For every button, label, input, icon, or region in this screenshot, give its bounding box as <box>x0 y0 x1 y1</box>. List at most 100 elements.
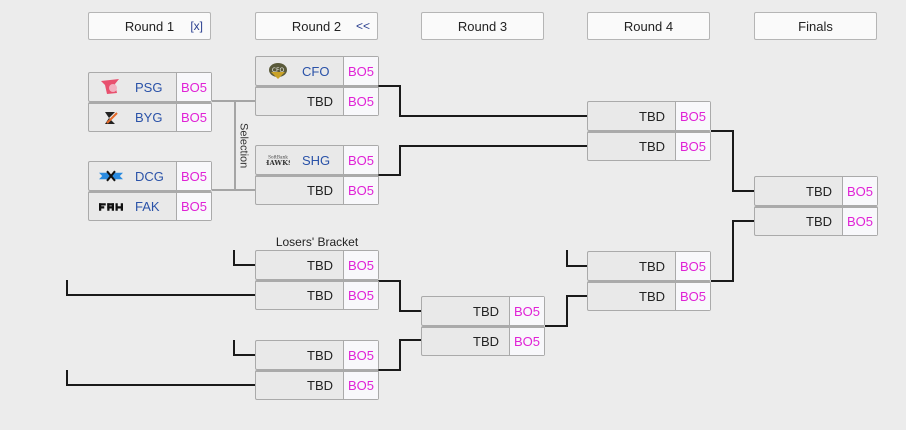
series-format: BO5 <box>343 146 378 174</box>
series-format: BO5 <box>343 177 378 204</box>
connector-r3-r4l <box>545 295 587 327</box>
svg-text:CFO: CFO <box>272 67 285 74</box>
team-name: DCG <box>135 168 164 184</box>
finals-label: Finals <box>798 18 833 34</box>
team-name: CFO <box>302 63 330 79</box>
connector-in-l1 <box>233 250 255 266</box>
selection-divider: Selection <box>234 101 251 190</box>
finals-header: Finals <box>754 12 877 40</box>
team-name: TBD <box>639 108 665 124</box>
team-slot[interactable]: TBD BO5 <box>255 370 379 400</box>
team-slot[interactable]: FAK BO5 <box>88 191 212 221</box>
connector-l1-r3 <box>378 280 421 312</box>
round-2-header: Round 2 << <box>255 12 378 40</box>
team-slot[interactable]: TBD BO5 <box>255 280 379 310</box>
round-2-label: Round 2 <box>291 18 342 34</box>
match-r1-1: PSG BO5 BYG BO5 <box>88 72 212 132</box>
team-slot[interactable]: TBD BO5 <box>754 206 878 236</box>
team-slot[interactable]: TBD BO5 <box>587 281 711 311</box>
match-final: TBD BO5 TBD BO5 <box>754 176 878 236</box>
round-4-header: Round 4 <box>587 12 710 40</box>
byg-logo-icon <box>99 109 123 127</box>
team-name: TBD <box>639 289 665 304</box>
fak-logo-icon <box>99 198 123 216</box>
team-name: TBD <box>806 183 832 199</box>
match-r2-2: SoftBankHAWKS SHG BO5 TBD BO5 <box>255 145 379 205</box>
connector-in-l2b <box>66 370 255 386</box>
losers-bracket-title: Losers' Bracket <box>275 235 359 249</box>
series-format: BO5 <box>343 57 378 85</box>
series-format: BO5 <box>675 252 710 280</box>
team-name: TBD <box>473 303 499 319</box>
team-name: TBD <box>307 183 333 198</box>
match-r1-2: DCG BO5 FAK BO5 <box>88 161 212 221</box>
team-slot[interactable]: PSG BO5 <box>88 72 212 102</box>
svg-text:HAWKS: HAWKS <box>266 159 290 167</box>
team-slot[interactable]: BYG BO5 <box>88 102 212 132</box>
series-format: BO5 <box>343 88 378 115</box>
team-slot[interactable]: TBD BO5 <box>587 251 711 281</box>
connector-in-l1b <box>66 280 255 296</box>
connector-r2m1-r4m1 <box>378 85 587 117</box>
team-slot[interactable]: TBD BO5 <box>255 250 379 280</box>
series-format: BO5 <box>176 193 211 220</box>
connector-r4l-final <box>711 220 754 282</box>
round-4-label: Round 4 <box>623 18 674 34</box>
team-name: TBD <box>806 214 832 229</box>
team-slot[interactable]: TBD BO5 <box>255 340 379 370</box>
connector-in-l2 <box>233 340 255 356</box>
connector-in-r4l <box>566 250 587 267</box>
team-name: TBD <box>473 334 499 349</box>
team-name: TBD <box>307 257 333 273</box>
round-1-header: Round 1 [x] <box>88 12 211 40</box>
team-slot[interactable]: TBD BO5 <box>421 326 545 356</box>
series-format: BO5 <box>842 177 877 205</box>
team-name: FAK <box>135 199 160 214</box>
series-format: BO5 <box>176 73 211 101</box>
team-slot[interactable]: TBD BO5 <box>255 175 379 205</box>
close-round-button[interactable]: [x] <box>190 19 203 33</box>
match-r3-l1: TBD BO5 TBD BO5 <box>421 296 545 356</box>
team-name: TBD <box>307 378 333 393</box>
series-format: BO5 <box>675 102 710 130</box>
dcg-logo-icon <box>99 167 123 185</box>
round-3-label: Round 3 <box>457 18 508 34</box>
series-format: BO5 <box>343 372 378 399</box>
team-slot[interactable]: TBD BO5 <box>255 86 379 116</box>
team-name: TBD <box>307 94 333 109</box>
series-format: BO5 <box>509 297 544 325</box>
series-format: BO5 <box>675 133 710 160</box>
series-format: BO5 <box>842 208 877 235</box>
team-slot[interactable]: SoftBankHAWKS SHG BO5 <box>255 145 379 175</box>
round-3-header: Round 3 <box>421 12 544 40</box>
psg-logo-icon <box>99 78 123 96</box>
series-format: BO5 <box>675 283 710 310</box>
connector-r2m2-r4m1 <box>378 145 587 176</box>
svg-text:SoftBank: SoftBank <box>268 155 288 160</box>
team-name: TBD <box>307 347 333 363</box>
team-slot[interactable]: DCG BO5 <box>88 161 212 191</box>
selection-label: Selection <box>237 122 250 169</box>
team-name: BYG <box>135 110 163 125</box>
team-slot[interactable]: TBD BO5 <box>754 176 878 206</box>
team-name: PSG <box>135 79 163 95</box>
match-r2-l2: TBD BO5 TBD BO5 <box>255 340 379 400</box>
team-slot[interactable]: TBD BO5 <box>587 131 711 161</box>
match-r4-1: TBD BO5 TBD BO5 <box>587 101 711 161</box>
series-format: BO5 <box>176 162 211 190</box>
shg-logo-icon: SoftBankHAWKS <box>266 151 290 169</box>
match-r2-1: CFO CFO BO5 TBD BO5 <box>255 56 379 116</box>
collapse-round-button[interactable]: << <box>355 19 370 33</box>
connector-l2-r3 <box>378 339 421 371</box>
team-slot[interactable]: TBD BO5 <box>587 101 711 131</box>
series-format: BO5 <box>176 104 211 131</box>
connector-r4m1-final <box>711 130 754 192</box>
series-format: BO5 <box>343 251 378 279</box>
team-name: TBD <box>639 139 665 154</box>
match-r4-l1: TBD BO5 TBD BO5 <box>587 251 711 311</box>
series-format: BO5 <box>509 328 544 355</box>
team-slot[interactable]: CFO CFO BO5 <box>255 56 379 86</box>
match-r2-l1: TBD BO5 TBD BO5 <box>255 250 379 310</box>
team-slot[interactable]: TBD BO5 <box>421 296 545 326</box>
team-name: SHG <box>302 152 331 168</box>
